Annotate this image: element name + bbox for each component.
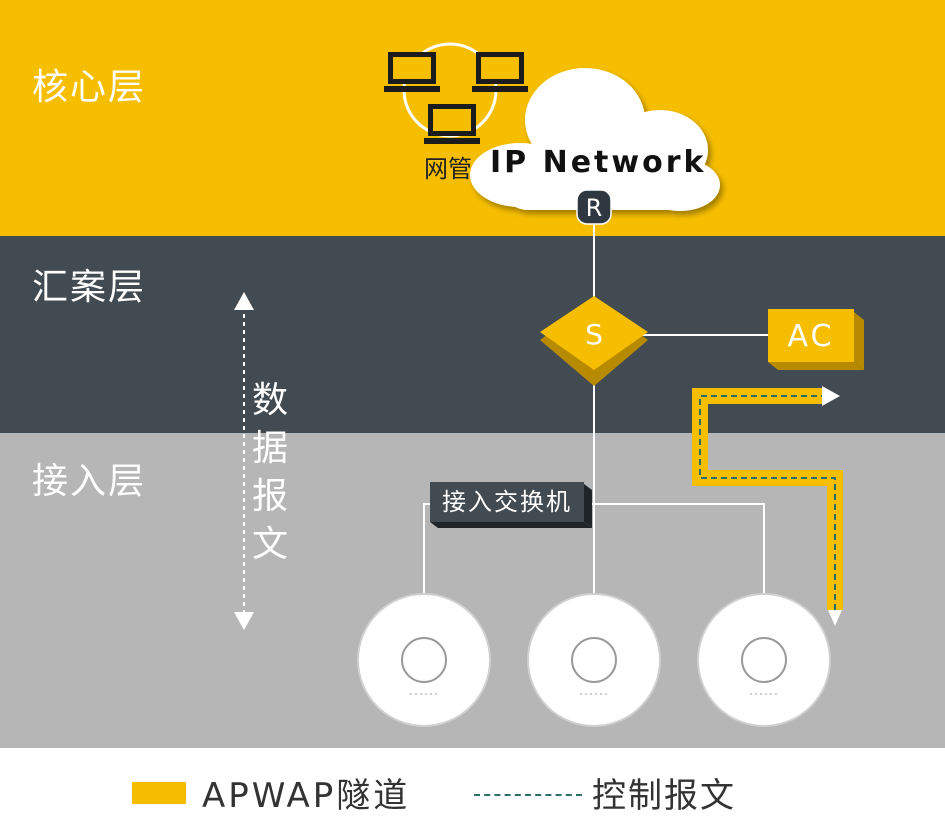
aggregation-layer-label: 汇案层: [32, 267, 147, 308]
legend-control-line: [474, 794, 582, 796]
svg-text:文: 文: [252, 524, 288, 565]
legend-control-label: 控制报文: [592, 776, 736, 816]
cloud-icon: [470, 68, 720, 211]
ac-node: AC: [768, 309, 864, 370]
access-point-icon: [697, 593, 831, 727]
router-node: R: [576, 189, 612, 225]
svg-text:报: 报: [252, 476, 288, 517]
access-point-icon: [357, 593, 491, 727]
legend-tunnel-swatch: [132, 782, 186, 804]
laptop-icon: [384, 52, 440, 92]
ac-label: AC: [788, 319, 835, 354]
switch-label: S: [585, 318, 603, 351]
network-management-label: 网管: [424, 155, 472, 183]
data-packet-label: 数 据 报 文: [252, 380, 288, 565]
access-point-icon: [527, 593, 661, 727]
data-packet-arrow: [234, 292, 254, 630]
access-switch-label: 接入交换机: [442, 488, 572, 516]
access-layer-label: 接入层: [32, 461, 147, 502]
svg-text:数: 数: [252, 380, 288, 421]
access-switch-node: 接入交换机: [430, 482, 592, 528]
legend-tunnel-label: APWAP隧道: [202, 776, 411, 816]
access-switch-links: [423, 503, 765, 595]
core-layer-label: 核心层: [32, 67, 147, 108]
ip-network-label: IP Network: [490, 145, 706, 180]
router-label: R: [586, 194, 603, 222]
switch-node: S: [540, 296, 648, 386]
svg-text:据: 据: [252, 428, 288, 469]
laptop-icon: [424, 104, 480, 144]
capwap-tunnel: [692, 386, 843, 626]
laptop-icon: [472, 52, 528, 92]
